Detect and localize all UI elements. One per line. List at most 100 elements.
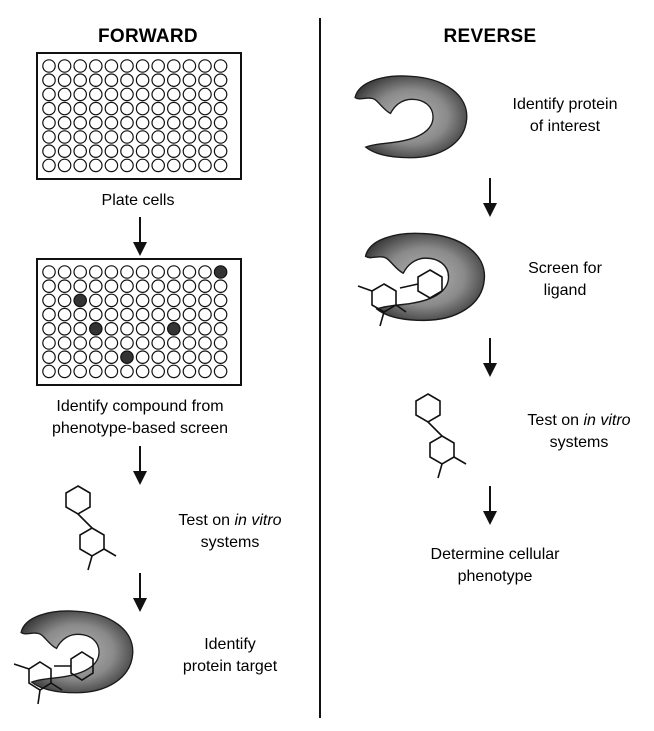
protein-ligand-screen-icon: [350, 224, 490, 334]
well: [167, 87, 181, 102]
well: [88, 350, 103, 364]
well: [42, 158, 56, 173]
well: [104, 158, 119, 173]
forward-title: FORWARD: [98, 26, 198, 47]
down-arrow-icon: [482, 178, 498, 218]
well: [167, 364, 181, 379]
well: [88, 101, 103, 116]
small-molecule-icon: [58, 484, 128, 584]
down-arrow-icon: [482, 338, 498, 378]
protein-pocket-icon: [348, 64, 472, 170]
well: [198, 265, 212, 279]
test-italic: in vitro: [234, 512, 282, 529]
well: [73, 307, 87, 322]
well: [88, 116, 103, 130]
well: [198, 87, 212, 102]
well: [104, 87, 119, 102]
well: [182, 350, 197, 364]
screen-line-2: ligand: [543, 282, 587, 299]
well: [213, 336, 228, 350]
step-screen-ligand: Screen for ligand: [500, 258, 630, 302]
well: [104, 144, 119, 158]
well: [198, 307, 212, 322]
well: [151, 116, 165, 130]
well: [42, 130, 56, 144]
well: [120, 87, 134, 102]
step-identify-protein-target: Identify protein target: [160, 634, 300, 678]
well: [104, 101, 119, 116]
well: [167, 158, 181, 173]
small-molecule-icon: [408, 392, 478, 492]
well: [213, 144, 228, 158]
well: [73, 87, 87, 102]
plate-wells-hits: [42, 265, 228, 379]
well: [57, 364, 72, 379]
well: [135, 73, 150, 87]
well: [151, 350, 165, 364]
well: [120, 101, 134, 116]
well: [88, 144, 103, 158]
well: [73, 350, 87, 364]
well: [42, 364, 56, 379]
screened-plate-icon: [36, 258, 242, 386]
well: [151, 307, 165, 322]
well: [73, 158, 87, 173]
column-divider: [319, 18, 321, 718]
step-test-in-vitro-forward: Test on in vitro systems: [150, 510, 310, 554]
well: [120, 265, 134, 279]
well: [151, 322, 165, 336]
well: [88, 158, 103, 173]
well: [104, 322, 119, 336]
well: [167, 293, 181, 308]
well: [135, 87, 150, 102]
well: [135, 322, 150, 336]
well: [213, 322, 228, 336]
step-test-in-vitro-reverse: Test on in vitro systems: [504, 410, 654, 454]
well: [135, 158, 150, 173]
well: [57, 130, 72, 144]
well: [198, 350, 212, 364]
well: [73, 265, 87, 279]
well: [167, 144, 181, 158]
well: [213, 116, 228, 130]
down-arrow-icon: [132, 217, 148, 257]
well: [182, 130, 197, 144]
well: [198, 101, 212, 116]
well: [135, 116, 150, 130]
well: [57, 293, 72, 308]
well: [213, 293, 228, 308]
well: [73, 364, 87, 379]
well: [182, 322, 197, 336]
identify-target-line-1: Identify: [204, 636, 256, 653]
well: [42, 116, 56, 130]
well: [88, 130, 103, 144]
well: [198, 59, 212, 73]
hit-well: [88, 322, 103, 336]
well: [167, 350, 181, 364]
identify-compound-line-2: phenotype-based screen: [51, 420, 229, 437]
well: [198, 73, 212, 87]
well: [57, 336, 72, 350]
well: [42, 101, 56, 116]
hit-well: [213, 265, 228, 279]
well: [88, 336, 103, 350]
well: [42, 87, 56, 102]
well: [198, 116, 212, 130]
step-determine-phenotype: Determine cellular phenotype: [400, 544, 590, 588]
identify-target-line-2: protein target: [182, 658, 278, 675]
well: [151, 158, 165, 173]
well: [120, 73, 134, 87]
well: [73, 130, 87, 144]
well: [151, 144, 165, 158]
well: [167, 59, 181, 73]
well: [135, 265, 150, 279]
well: [135, 307, 150, 322]
well: [88, 265, 103, 279]
well: [104, 265, 119, 279]
well: [120, 336, 134, 350]
step-plate-cells: Plate cells: [101, 192, 175, 209]
well: [57, 101, 72, 116]
well: [42, 265, 56, 279]
well: [120, 59, 134, 73]
well: [73, 322, 87, 336]
